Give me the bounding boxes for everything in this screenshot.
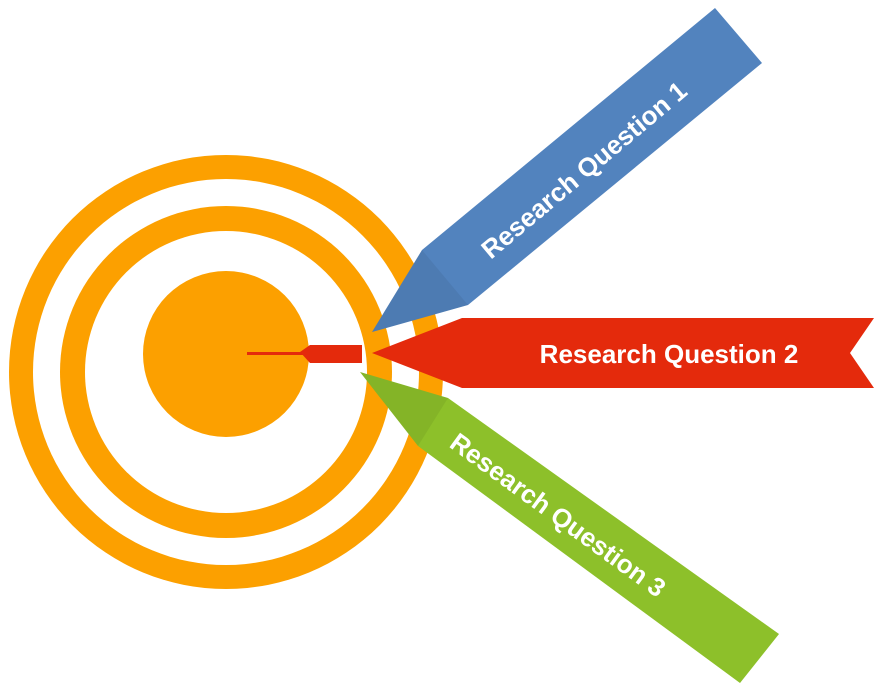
arrow-research-question-1: Research Question 1 — [372, 8, 762, 332]
arrow-2-label: Research Question 2 — [540, 339, 799, 369]
dart-barrel — [300, 345, 362, 363]
target — [9, 155, 443, 589]
arrow-research-question-2: Research Question 2 — [372, 318, 874, 388]
arrow-2-body — [372, 318, 874, 388]
arrow-3-body — [360, 372, 779, 683]
arrow-1-tip-shade — [372, 250, 468, 332]
dart-shaft — [247, 352, 305, 355]
arrow-3-tip-shade — [360, 372, 448, 446]
arrow-research-question-3: Research Question 3 — [360, 372, 779, 683]
arrow-1-label: Research Question 1 — [475, 75, 692, 264]
arrow-3-label: Research Question 3 — [445, 427, 672, 603]
target-bullseye — [143, 271, 309, 437]
arrow-1-body — [372, 8, 762, 332]
dart-icon — [247, 345, 362, 363]
